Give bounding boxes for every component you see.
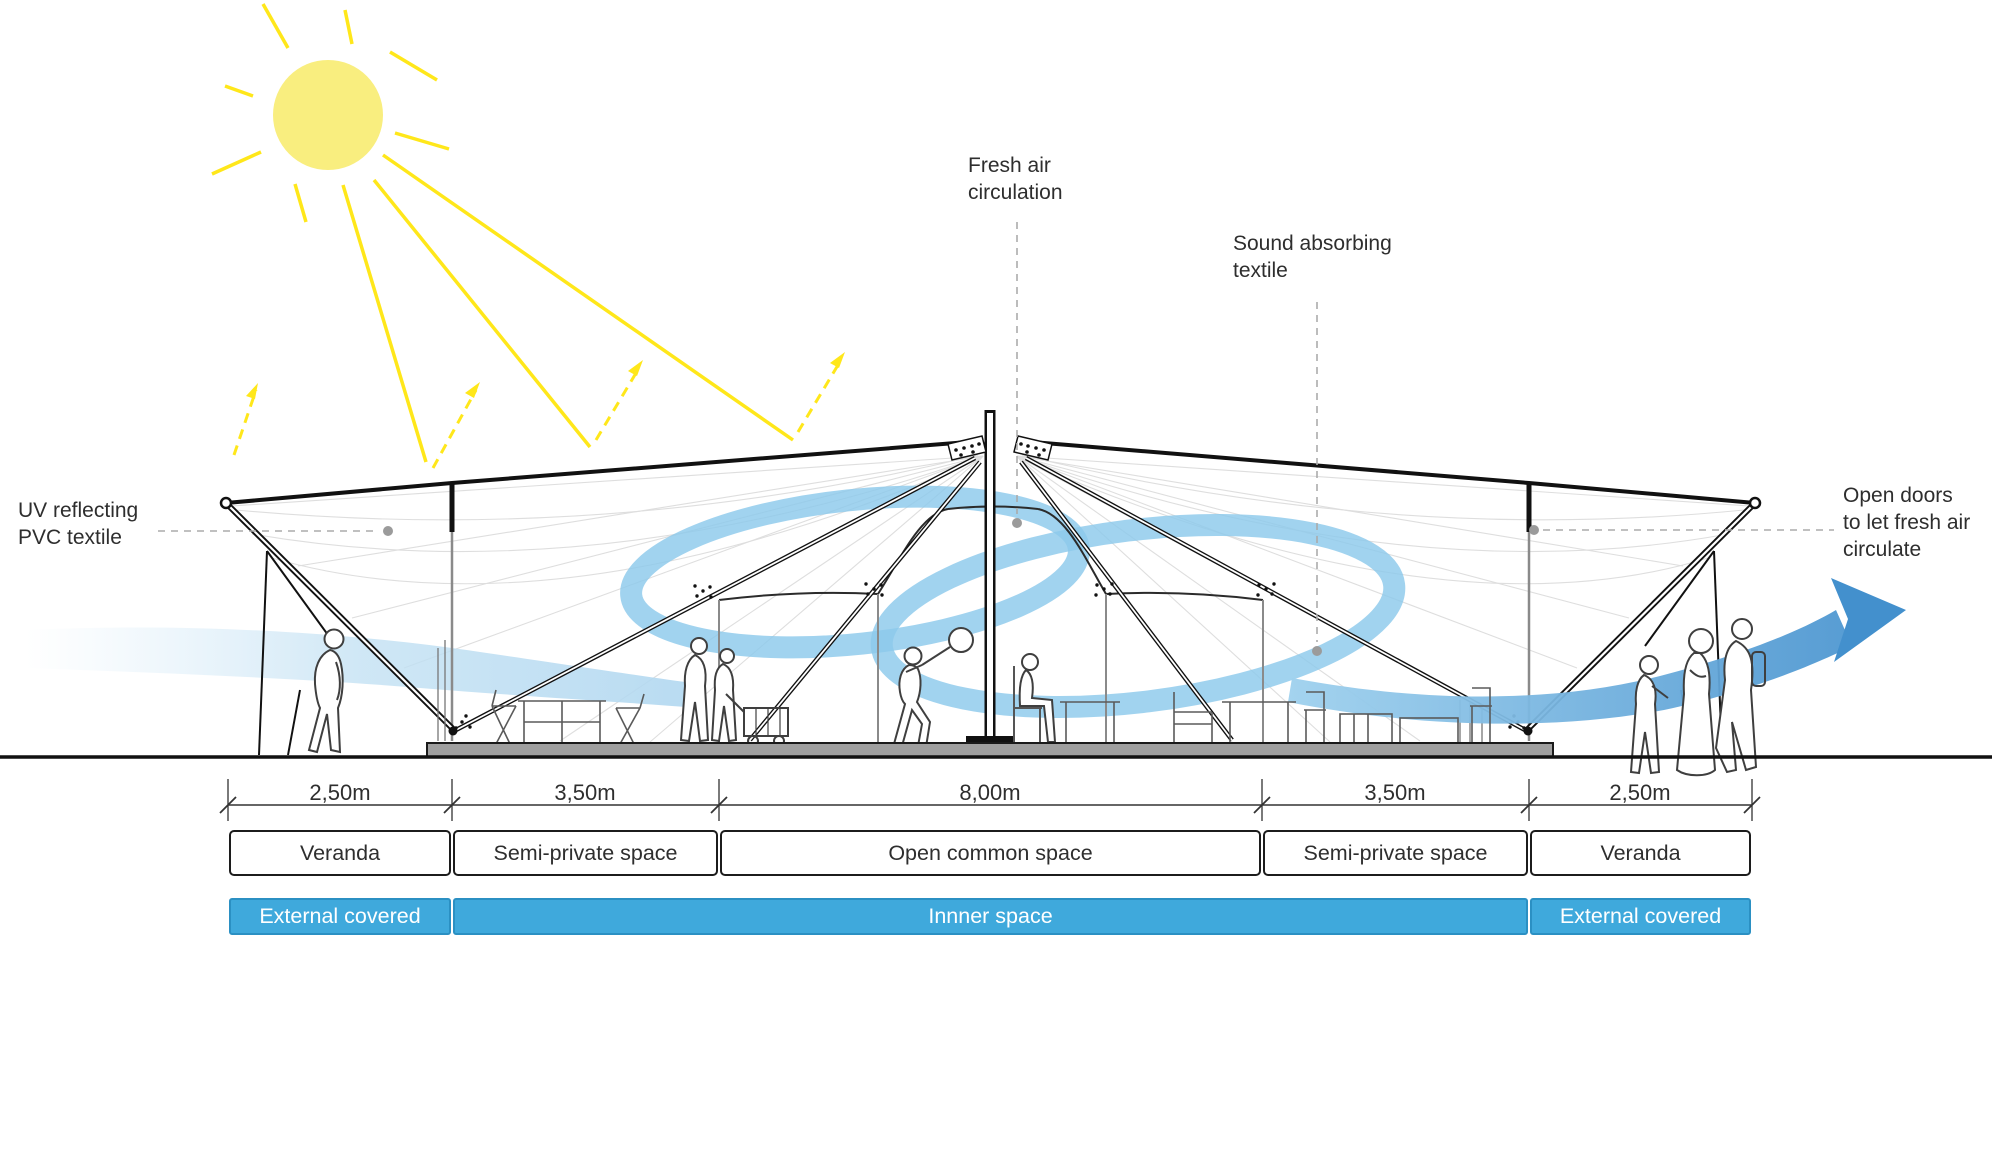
sun-icon [211, 3, 450, 223]
dimension-line [219, 779, 1761, 821]
label-uv-textile: UV reflecting PVC textile [18, 499, 139, 549]
reflected-uv-arrows [232, 352, 845, 469]
person-walking-left [307, 628, 345, 754]
people [307, 618, 1766, 777]
airflow-entry-band [25, 627, 700, 708]
leader-dots [383, 518, 1539, 656]
dimension-label: 2,50m [309, 780, 371, 805]
dimension-slash-ticks [219, 796, 1761, 814]
bolt-clusters [454, 582, 1526, 730]
space-box-semi-private-right: Semi-private space [1263, 830, 1528, 876]
sun-rays [341, 153, 794, 463]
exit-air-arrow [1288, 578, 1906, 724]
child-playing-badminton [892, 627, 974, 749]
zone-bar-external-right: External covered [1530, 898, 1751, 935]
label-open-doors: Open doors to let fresh air circulate [1843, 484, 1971, 561]
apex-bracket [947, 435, 1053, 461]
label-fresh-air: Fresh air circulation [968, 154, 1063, 204]
space-box-veranda-right: Veranda [1530, 830, 1751, 876]
leader-lines [158, 222, 1834, 642]
furniture [491, 687, 1492, 745]
space-box-open-common: Open common space [720, 830, 1261, 876]
dimension-label: 3,50m [1364, 780, 1426, 805]
dimension-label: 2,50m [1609, 780, 1671, 805]
group-outside-right [1629, 618, 1766, 777]
space-box-veranda-left: Veranda [229, 830, 451, 876]
children-with-cart [679, 637, 789, 747]
dimension-label: 3,50m [554, 780, 616, 805]
tent-structure [219, 410, 1762, 756]
arrowhead-icon [1831, 578, 1906, 662]
label-sound-textile: Sound absorbing textile [1233, 232, 1392, 282]
person-seated [1013, 653, 1057, 743]
deck-platform [426, 742, 1554, 758]
zone-bar-external-left: External covered [229, 898, 451, 935]
space-box-semi-private-left: Semi-private space [453, 830, 718, 876]
dimension-label: 8,00m [959, 780, 1021, 805]
zone-bar-inner-space: Innner space [453, 898, 1528, 935]
